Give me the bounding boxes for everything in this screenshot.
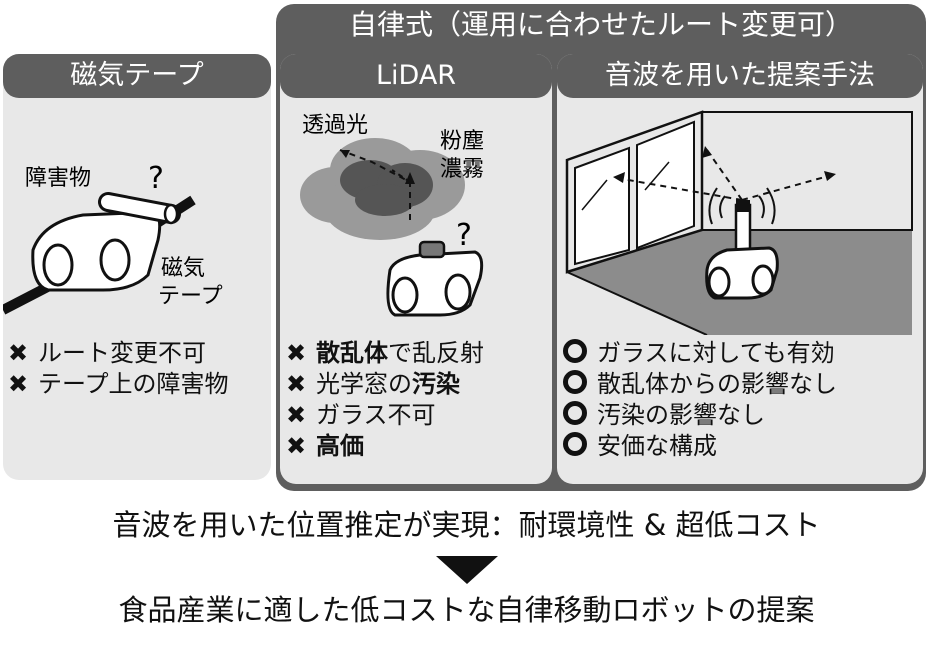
cross-icon: ✖: [8, 339, 29, 367]
room-back-wall: [701, 111, 913, 231]
list-item: ガラスに対しても有効: [563, 338, 837, 369]
robot-wheel: [444, 273, 472, 311]
robot-wheel: [751, 264, 775, 296]
proposed-advantages: ガラスに対しても有効 散乱体からの影響なし 汚染の影響なし 安価な構成: [563, 338, 837, 462]
label-question: ?: [148, 161, 164, 196]
lidar-sensor: [418, 240, 446, 259]
ultrasonic-room-illustration: [565, 110, 913, 335]
cross-icon: ✖: [286, 339, 307, 367]
label-tape-1: 磁気: [161, 256, 205, 281]
list-item: 汚染の影響なし: [563, 400, 837, 431]
magnetic-tape-drawbacks: ✖ルート変更不可 ✖テープ上の障害物: [8, 338, 229, 400]
robot-wheel: [42, 243, 74, 287]
ultrasonic-sensor: [736, 200, 750, 212]
list-item: ✖ガラス不可: [286, 401, 436, 429]
label-obstacle: 障害物: [25, 166, 91, 191]
autonomous-group-title: 自律式（運用に合わせたルート変更可）: [348, 8, 853, 41]
list-item: 安価な構成: [563, 431, 837, 462]
circle-icon: [563, 432, 587, 456]
lidar-drawbacks: ✖散乱体で乱反射 ✖光学窓の汚染 ✖ガラス不可 ✖高価: [286, 338, 484, 462]
cross-icon: ✖: [286, 401, 307, 429]
cross-icon: ✖: [8, 370, 29, 398]
label-tape-2: テープ: [158, 284, 223, 309]
list-item: ✖高価: [286, 432, 364, 460]
list-item: ✖散乱体で乱反射: [286, 339, 484, 367]
list-item: ✖光学窓の汚染: [286, 370, 460, 398]
label-transmitted-light: 透過光: [302, 113, 368, 138]
robot-wheel: [391, 276, 419, 314]
robot-wheel: [707, 266, 731, 298]
circle-icon: [563, 401, 587, 425]
circle-icon: [563, 339, 587, 363]
magnetic-tape-illustration: 障害物 ? 磁気 テープ: [3, 161, 223, 315]
label-question: ?: [456, 218, 472, 253]
label-dust-2: 濃霧: [440, 157, 484, 182]
lidar-illustration: 透過光 粉塵 濃霧 ?: [300, 113, 484, 317]
list-item: ✖テープ上の障害物: [8, 370, 229, 398]
list-item: ✖ルート変更不可: [8, 339, 206, 367]
conclusion-line-1: 音波を用いた位置推定が実現：耐環境性 & 超低コスト: [112, 508, 821, 542]
conclusion-line-2: 食品産業に適した低コストな自律移動ロボットの提案: [118, 593, 815, 627]
cross-icon: ✖: [286, 432, 307, 460]
panel-header-magnetic-tape: 磁気テープ: [3, 54, 271, 98]
panel-header-lidar: LiDAR: [280, 54, 552, 98]
cross-icon: ✖: [286, 370, 307, 398]
list-item: 散乱体からの影響なし: [563, 369, 837, 400]
robot-wheel: [99, 238, 131, 282]
panel-header-proposed: 音波を用いた提案手法: [557, 54, 923, 98]
circle-icon: [563, 370, 587, 394]
sound-waves: [708, 187, 776, 225]
label-dust-1: 粉塵: [440, 129, 484, 154]
down-triangle-icon: [436, 556, 498, 584]
